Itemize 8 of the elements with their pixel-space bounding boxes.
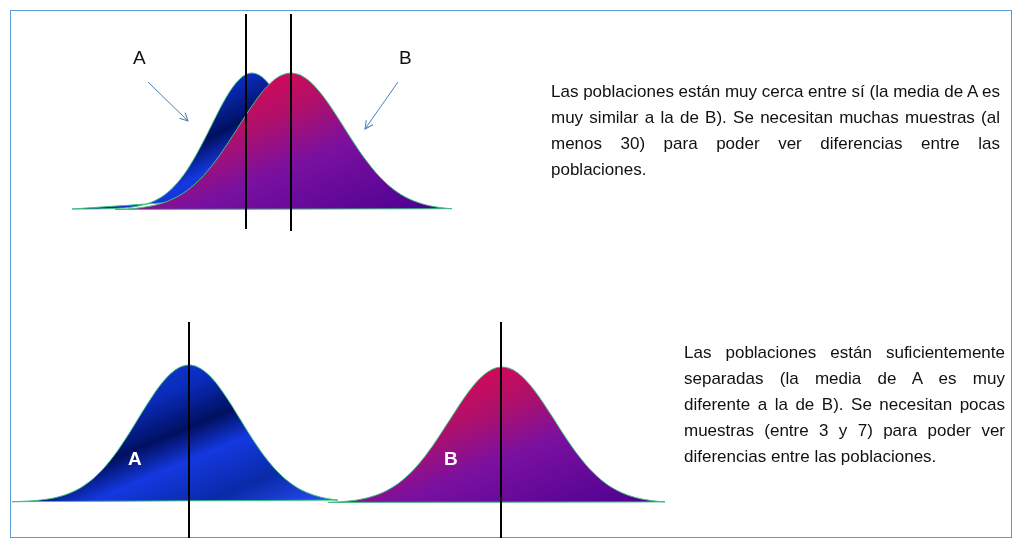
leader-line xyxy=(147,81,189,122)
description-text: Las poblaciones están muy cerca entre sí (la media de A es muy similar a la de B). Se necesitan muchas muestras (al menos 30) para poder ver diferencias entre las poblaciones. xyxy=(551,81,1000,181)
curve-label: B xyxy=(444,448,458,470)
curve-label: B xyxy=(399,47,412,69)
curve-label: A xyxy=(128,448,142,470)
curve-label: A xyxy=(133,47,146,69)
leader-line xyxy=(364,81,399,130)
description-text: Las poblaciones están suficientemente separadas (la media de A es muy diferente a la de B). Se necesitan pocas muestras (entre 3 y 7) para poder ver diferencias entre las poblaciones. xyxy=(684,342,1005,468)
